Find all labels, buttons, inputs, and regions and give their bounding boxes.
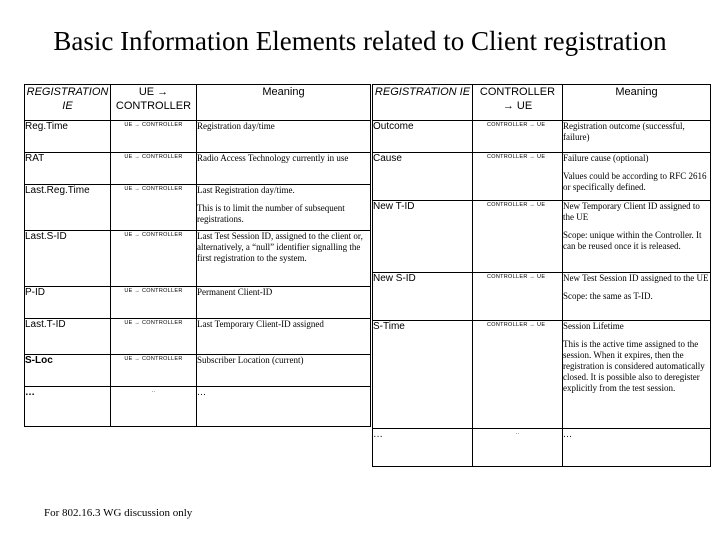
ie-direction: CONTROLLER → UE — [472, 152, 563, 201]
ie-direction: CONTROLLER → UE — [472, 120, 563, 153]
header-meaning: Meaning — [562, 84, 711, 121]
ie-direction: CONTROLLER → UE — [472, 320, 563, 429]
ie-name: S-Time — [372, 320, 473, 429]
table-row: Cause CONTROLLER → UE Failure cause (opt… — [372, 152, 711, 201]
ie-meaning-note: This is the active time assigned to the … — [563, 339, 705, 393]
ie-name: … — [24, 386, 111, 427]
table-header-row: REGISTRATION IE CONTROLLER → UE Meaning — [372, 84, 711, 121]
ie-meaning: Last Temporary Client-ID assigned — [196, 318, 371, 355]
header-registration-ie: REGISTRATION IE — [372, 84, 473, 121]
ie-meaning-note: Values could be according to RFC 2616 or… — [563, 171, 707, 192]
ue-to-controller-table: REGISTRATION IE UE → CONTROLLER Meaning … — [24, 84, 371, 427]
table-row: S-Loc UE → CONTROLLER Subscriber Locatio… — [24, 354, 371, 387]
ie-meaning-note: This is to limit the number of subsequen… — [197, 203, 345, 224]
table-row: S-Time CONTROLLER → UE Session Lifetime … — [372, 320, 711, 429]
ie-meaning: New Temporary Client ID assigned to the … — [562, 200, 711, 273]
table-row: P-ID UE → CONTROLLER Permanent Client-ID — [24, 286, 371, 319]
ie-meaning: … — [196, 386, 371, 427]
footer-note: For 802.16.3 WG discussion only — [44, 507, 193, 519]
table-row: Last.Reg.Time UE → CONTROLLER Last Regis… — [24, 184, 371, 231]
controller-to-ue-table: REGISTRATION IE CONTROLLER → UE Meaning … — [372, 84, 711, 467]
ie-meaning: Session Lifetime This is the active time… — [562, 320, 711, 429]
ie-direction: UE → CONTROLLER — [110, 184, 197, 231]
ie-direction: .. — [110, 386, 197, 427]
ie-meaning: New Test Session ID assigned to the UE S… — [562, 272, 711, 321]
header-meaning: Meaning — [196, 84, 371, 121]
ie-name: Reg.Time — [24, 120, 111, 153]
slide-title: Basic Information Elements related to Cl… — [53, 26, 667, 56]
table-row: … .. … — [372, 428, 711, 467]
ie-meaning: … — [562, 428, 711, 467]
ie-direction: UE → CONTROLLER — [110, 286, 197, 319]
ie-direction: CONTROLLER → UE — [472, 272, 563, 321]
ie-name: Last.Reg.Time — [24, 184, 111, 231]
ie-meaning: Registration outcome (successful, failur… — [562, 120, 711, 153]
table-row: RAT UE → CONTROLLER Radio Access Technol… — [24, 152, 371, 185]
ie-name: … — [372, 428, 473, 467]
ie-name: Last.T-ID — [24, 318, 111, 355]
ie-name: S-Loc — [24, 354, 111, 387]
table-row: … .. … — [24, 386, 371, 427]
ie-direction: UE → CONTROLLER — [110, 230, 197, 287]
ie-name: Last.S-ID — [24, 230, 111, 287]
header-direction: UE → CONTROLLER — [110, 84, 197, 121]
ie-name: Cause — [372, 152, 473, 201]
ie-name: Outcome — [372, 120, 473, 153]
table-row: New T-ID CONTROLLER → UE New Temporary C… — [372, 200, 711, 273]
ie-meaning: Last Test Session ID, assigned to the cl… — [196, 230, 371, 287]
ie-meaning: Permanent Client-ID — [196, 286, 371, 319]
table-row: Outcome CONTROLLER → UE Registration out… — [372, 120, 711, 153]
ie-name: P-ID — [24, 286, 111, 319]
ie-direction: UE → CONTROLLER — [110, 354, 197, 387]
table-row: Last.S-ID UE → CONTROLLER Last Test Sess… — [24, 230, 371, 287]
ie-direction: UE → CONTROLLER — [110, 152, 197, 185]
ie-name: New S-ID — [372, 272, 473, 321]
table-header-row: REGISTRATION IE UE → CONTROLLER Meaning — [24, 84, 371, 121]
ie-meaning-note: Scope: unique within the Controller. It … — [563, 230, 702, 251]
ie-meaning: Subscriber Location (current) — [196, 354, 371, 387]
table-row: New S-ID CONTROLLER → UE New Test Sessio… — [372, 272, 711, 321]
ie-meaning: Failure cause (optional) Values could be… — [562, 152, 711, 201]
ie-meaning-note: Scope: the same as T-ID. — [563, 291, 653, 301]
ie-meaning: Registration day/time — [196, 120, 371, 153]
ie-direction: UE → CONTROLLER — [110, 120, 197, 153]
ie-direction: .. — [472, 428, 563, 467]
ie-name: RAT — [24, 152, 111, 185]
table-row: Reg.Time UE → CONTROLLER Registration da… — [24, 120, 371, 153]
ie-direction: UE → CONTROLLER — [110, 318, 197, 355]
table-row: Last.T-ID UE → CONTROLLER Last Temporary… — [24, 318, 371, 355]
header-direction: CONTROLLER → UE — [472, 84, 563, 121]
ie-direction: CONTROLLER → UE — [472, 200, 563, 273]
ie-meaning: Last Registration day/time. This is to l… — [196, 184, 371, 231]
ie-name: New T-ID — [372, 200, 473, 273]
header-registration-ie: REGISTRATION IE — [24, 84, 111, 121]
ie-meaning: Radio Access Technology currently in use — [196, 152, 371, 185]
